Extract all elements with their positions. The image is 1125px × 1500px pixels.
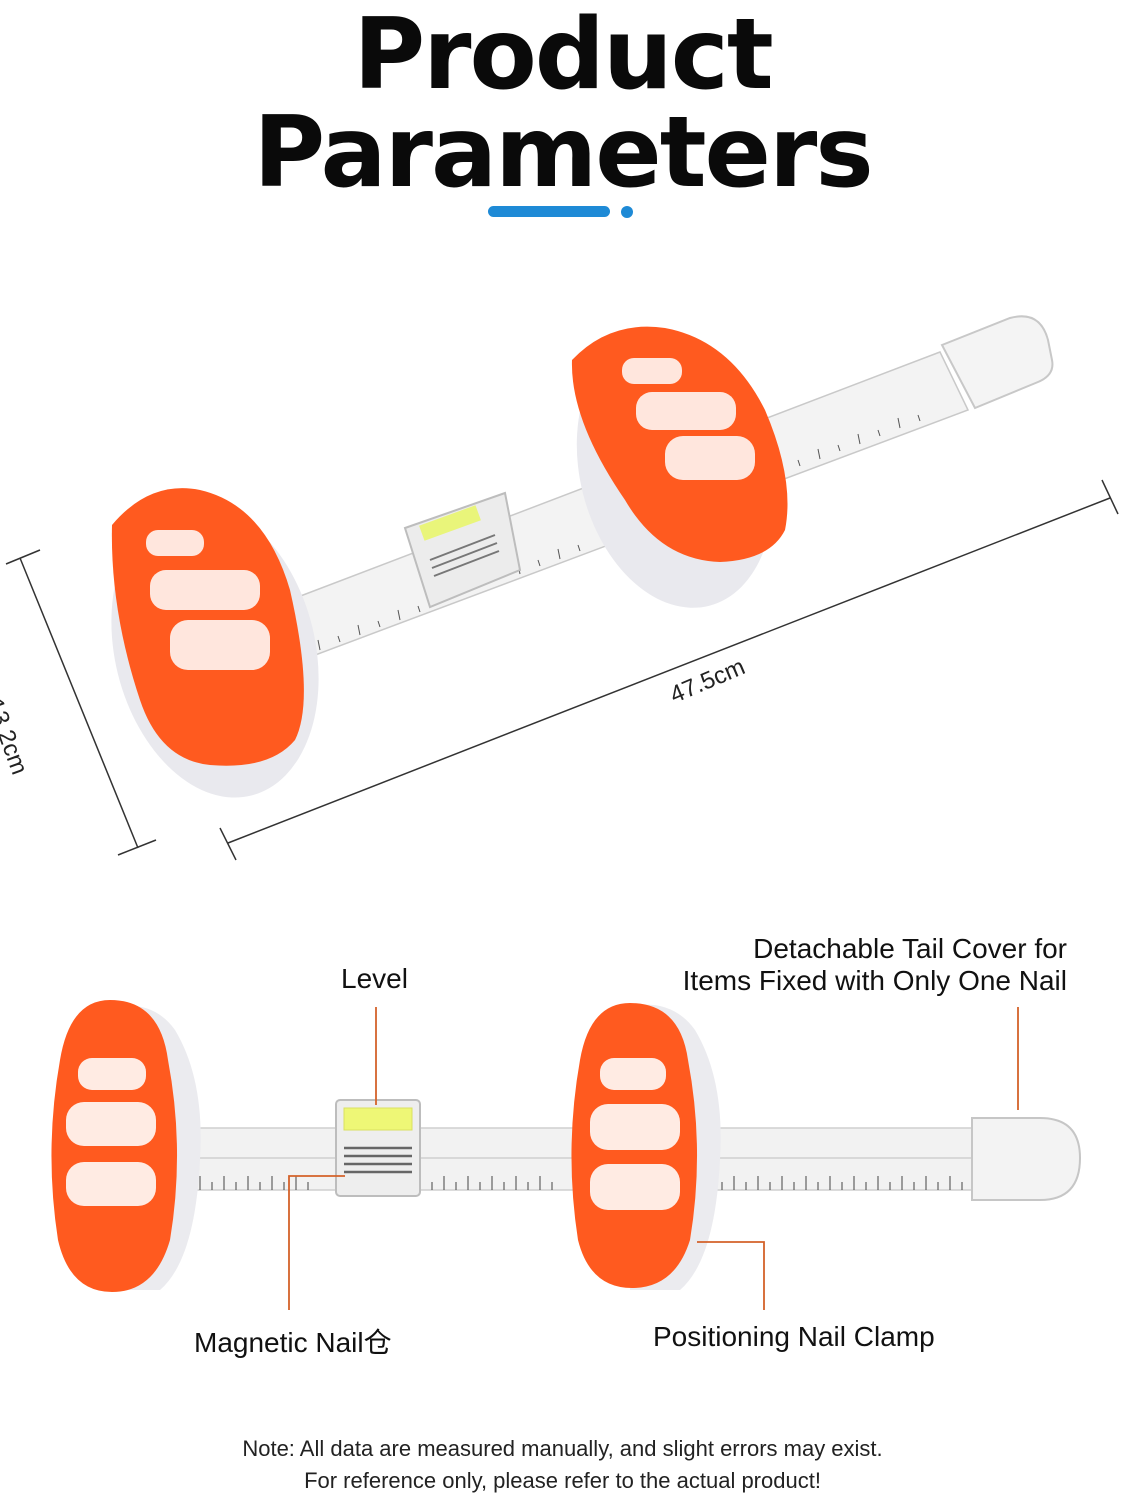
nail-clamp-left-front <box>51 1000 201 1292</box>
nail-clamp-right-angled <box>571 326 788 608</box>
tail-cover-front <box>971 1117 1082 1201</box>
level-block-angled <box>403 491 522 609</box>
page-title-line1: Product <box>353 0 773 112</box>
title-underline-dot <box>621 206 633 218</box>
callout-line-magnet <box>288 1175 345 1310</box>
note-line2: For reference only, please refer to the … <box>304 1468 821 1493</box>
callout-tail-cover-label-line1: Detachable Tail Cover for <box>753 933 1067 964</box>
callout-tail-cover-label-line2: Items Fixed with Only One Nail <box>682 965 1067 996</box>
level-block-front <box>335 1099 421 1197</box>
callout-level-label: Level <box>341 963 408 994</box>
note-line1: Note: All data are measured manually, an… <box>242 1436 883 1461</box>
callout-line-clamp <box>697 1241 765 1310</box>
length-dimension-line <box>219 479 1119 861</box>
title-underline-bar <box>488 206 610 217</box>
tail-cover-angled <box>940 315 1054 410</box>
nail-clamp-left-angled <box>111 488 319 798</box>
callout-magnetic-nail-label: Magnetic Nail仓 <box>194 1327 392 1358</box>
nail-clamp-right-front <box>571 1003 721 1290</box>
product-angled-illustration <box>5 315 1119 861</box>
height-dimension-line <box>5 549 157 856</box>
page-title-line2: Parameters <box>253 96 873 210</box>
ruler-front <box>189 1127 981 1191</box>
callout-positioning-clamp-label: Positioning Nail Clamp <box>653 1321 935 1352</box>
